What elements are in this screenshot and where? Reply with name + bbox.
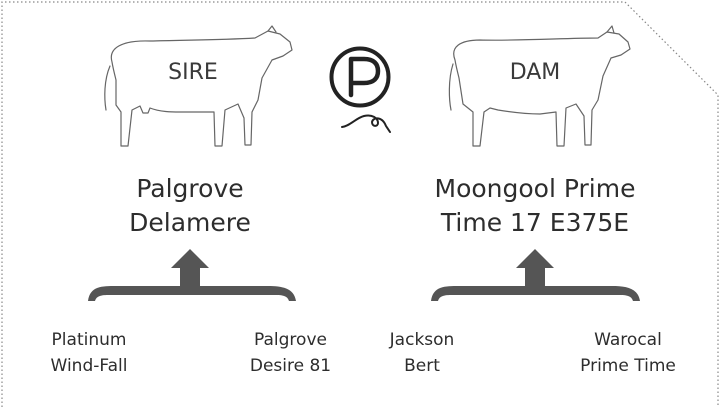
dam-cow-icon — [448, 25, 631, 147]
p-logo-icon — [329, 46, 391, 133]
sire-brace — [88, 249, 296, 301]
sire-parent-2: Palgrove Desire 81 — [249, 330, 332, 376]
dam-brace — [431, 249, 640, 301]
dam-parent-1: Jackson Bert — [389, 330, 455, 376]
sire-cow-icon — [104, 25, 293, 147]
sire-name: Palgrove Delamere — [129, 174, 251, 237]
dam-name: Moongool Prime Time 17 E375E — [434, 174, 636, 237]
sire-parent-1: Platinum Wind-Fall — [50, 330, 128, 376]
sire-label: SIRE — [168, 60, 218, 85]
dam-label: DAM — [509, 60, 561, 85]
dam-parent-2: Warocal Prime Time — [580, 330, 676, 376]
